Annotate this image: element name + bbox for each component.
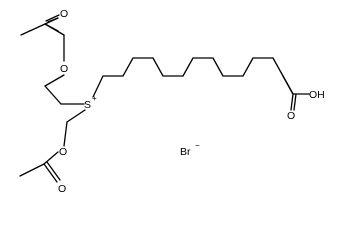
- bottom-acetyl-group: [19, 151, 61, 183]
- bond: [293, 93, 297, 111]
- structure-diagram: O O S + O OH O O Br −: [19, 8, 325, 195]
- bottom-ester-oxygen: O: [59, 146, 67, 158]
- top-ester-oxygen: O: [60, 63, 68, 75]
- bond: [43, 151, 59, 165]
- bromide-charge: −: [195, 141, 200, 150]
- bond: [43, 163, 58, 183]
- bond: [46, 161, 61, 181]
- bond: [45, 14, 60, 22]
- undecanoyl-chain: [92, 57, 294, 98]
- bond: [19, 163, 45, 177]
- bromide-ion: Br: [180, 146, 191, 158]
- acid-carbonyl-oxygen: O: [287, 110, 295, 122]
- bond: [44, 85, 62, 105]
- bond: [44, 23, 65, 36]
- top-ethoxy-chain: [44, 23, 85, 105]
- carboxylic-acid-group: [282, 75, 310, 111]
- bottom-carbonyl-oxygen: O: [58, 183, 66, 195]
- bond: [66, 109, 86, 123]
- bottom-ethoxy-chain: [63, 109, 86, 147]
- bond: [44, 17, 59, 25]
- bond: [44, 74, 65, 87]
- bond: [63, 121, 68, 147]
- bond: [282, 75, 294, 95]
- bond: [290, 93, 294, 111]
- top-acetyl-group: [20, 14, 60, 36]
- top-carbonyl-oxygen: O: [60, 8, 68, 20]
- acid-hydroxyl: OH: [309, 89, 325, 101]
- sulfur-charge: +: [92, 94, 97, 103]
- bond: [20, 23, 46, 36]
- sulfur-atom: S: [84, 99, 91, 111]
